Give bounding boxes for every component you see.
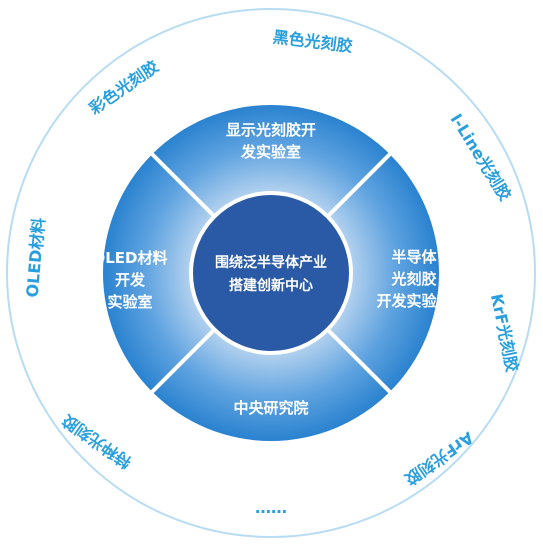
segment-bottom-line-1: 中央研究院 [233,399,308,417]
segment-right-line-1: 半导体 [391,248,437,266]
segment-right-line-2: 光刻胶 [390,270,436,288]
center-text-line-2: 搭建创新中心 [229,277,313,294]
center-circle [189,191,353,355]
segment-left-line-3: 实验室 [107,293,152,311]
segment-right-line-3: 开发实验室 [376,292,451,310]
segment-left-line-2: 开发 [115,271,146,289]
ring-label-ellipsis: …… [255,498,287,517]
segment-top-line-2: 发实验室 [240,143,301,161]
center-text-line-1: 围绕泛半导体产业 [215,254,327,271]
segment-left-line-1: OLED材料 [92,249,167,267]
segment-top-line-1: 显示光刻胶开 [226,121,316,139]
